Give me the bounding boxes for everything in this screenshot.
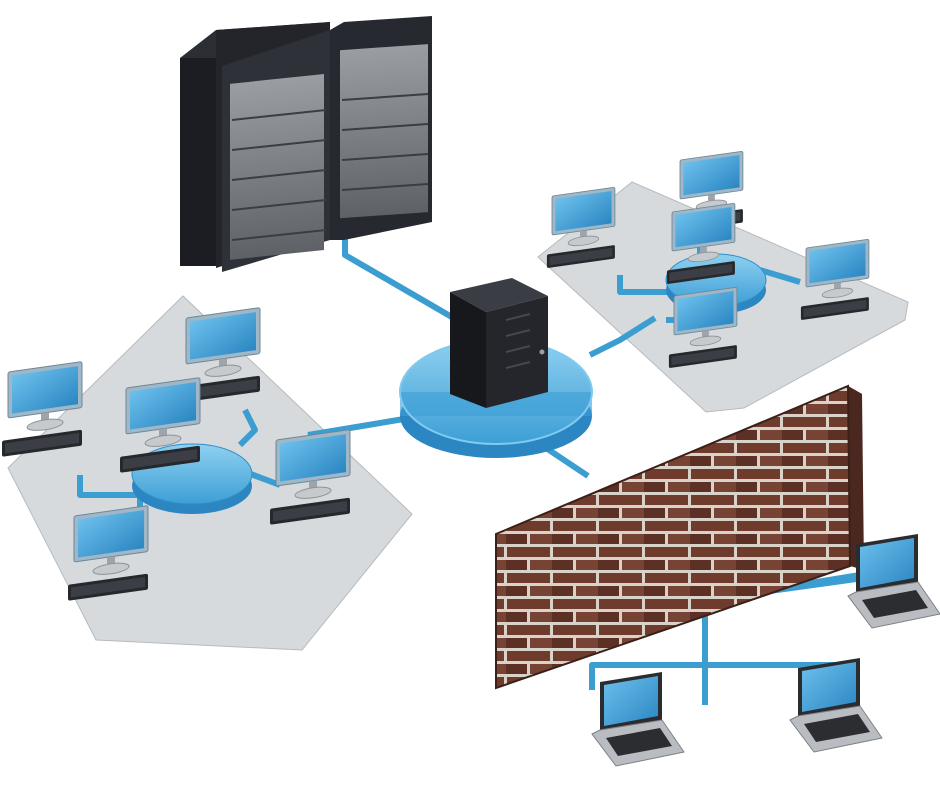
firewall-brick-wall-icon [495, 384, 864, 690]
tower-server-icon [450, 278, 548, 408]
server-rack-icon [180, 16, 432, 272]
